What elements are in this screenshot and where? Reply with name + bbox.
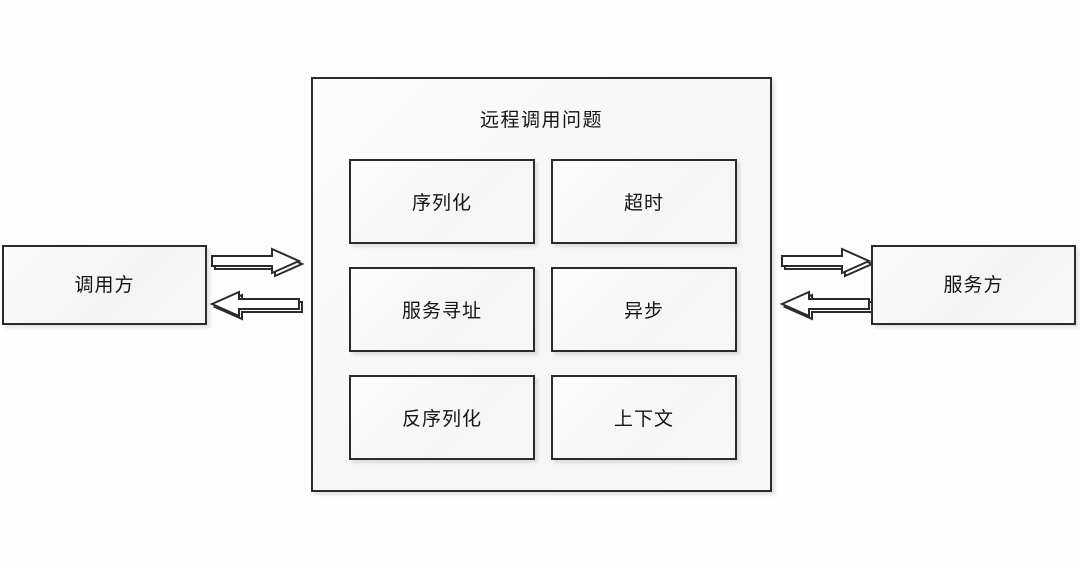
problem-serialization-label: 序列化 (411, 192, 472, 214)
problem-serialization[interactable]: 序列化 (349, 159, 535, 244)
problem-service-addressing-label: 服务寻址 (401, 300, 482, 322)
problem-timeout[interactable]: 超时 (551, 159, 737, 244)
arrow-container-to-service (781, 247, 875, 278)
problem-context-label: 上下文 (613, 408, 674, 430)
problem-async[interactable]: 异步 (551, 267, 737, 352)
service-provider-node[interactable]: 服务方 (871, 245, 1076, 325)
remote-invocation-problems-container: 远程调用问题 序列化 超时 服务寻址 异步 反序列化 上下文 (311, 77, 772, 492)
problem-grid: 序列化 超时 服务寻址 异步 反序列化 上下文 (349, 159, 737, 471)
container-title: 远程调用问题 (479, 109, 603, 131)
problem-async-label: 异步 (623, 300, 664, 322)
caller-node[interactable]: 调用方 (2, 245, 207, 325)
arrow-caller-to-container (211, 247, 305, 278)
problem-deserialization[interactable]: 反序列化 (349, 375, 535, 460)
problem-timeout-label: 超时 (623, 192, 664, 214)
problem-context[interactable]: 上下文 (551, 375, 737, 460)
service-provider-node-label: 服务方 (943, 273, 1004, 296)
problem-service-addressing[interactable]: 服务寻址 (349, 267, 535, 352)
arrow-service-to-container (779, 290, 873, 321)
caller-node-label: 调用方 (74, 273, 135, 296)
arrow-container-to-caller (209, 290, 303, 321)
problem-deserialization-label: 反序列化 (401, 408, 482, 430)
